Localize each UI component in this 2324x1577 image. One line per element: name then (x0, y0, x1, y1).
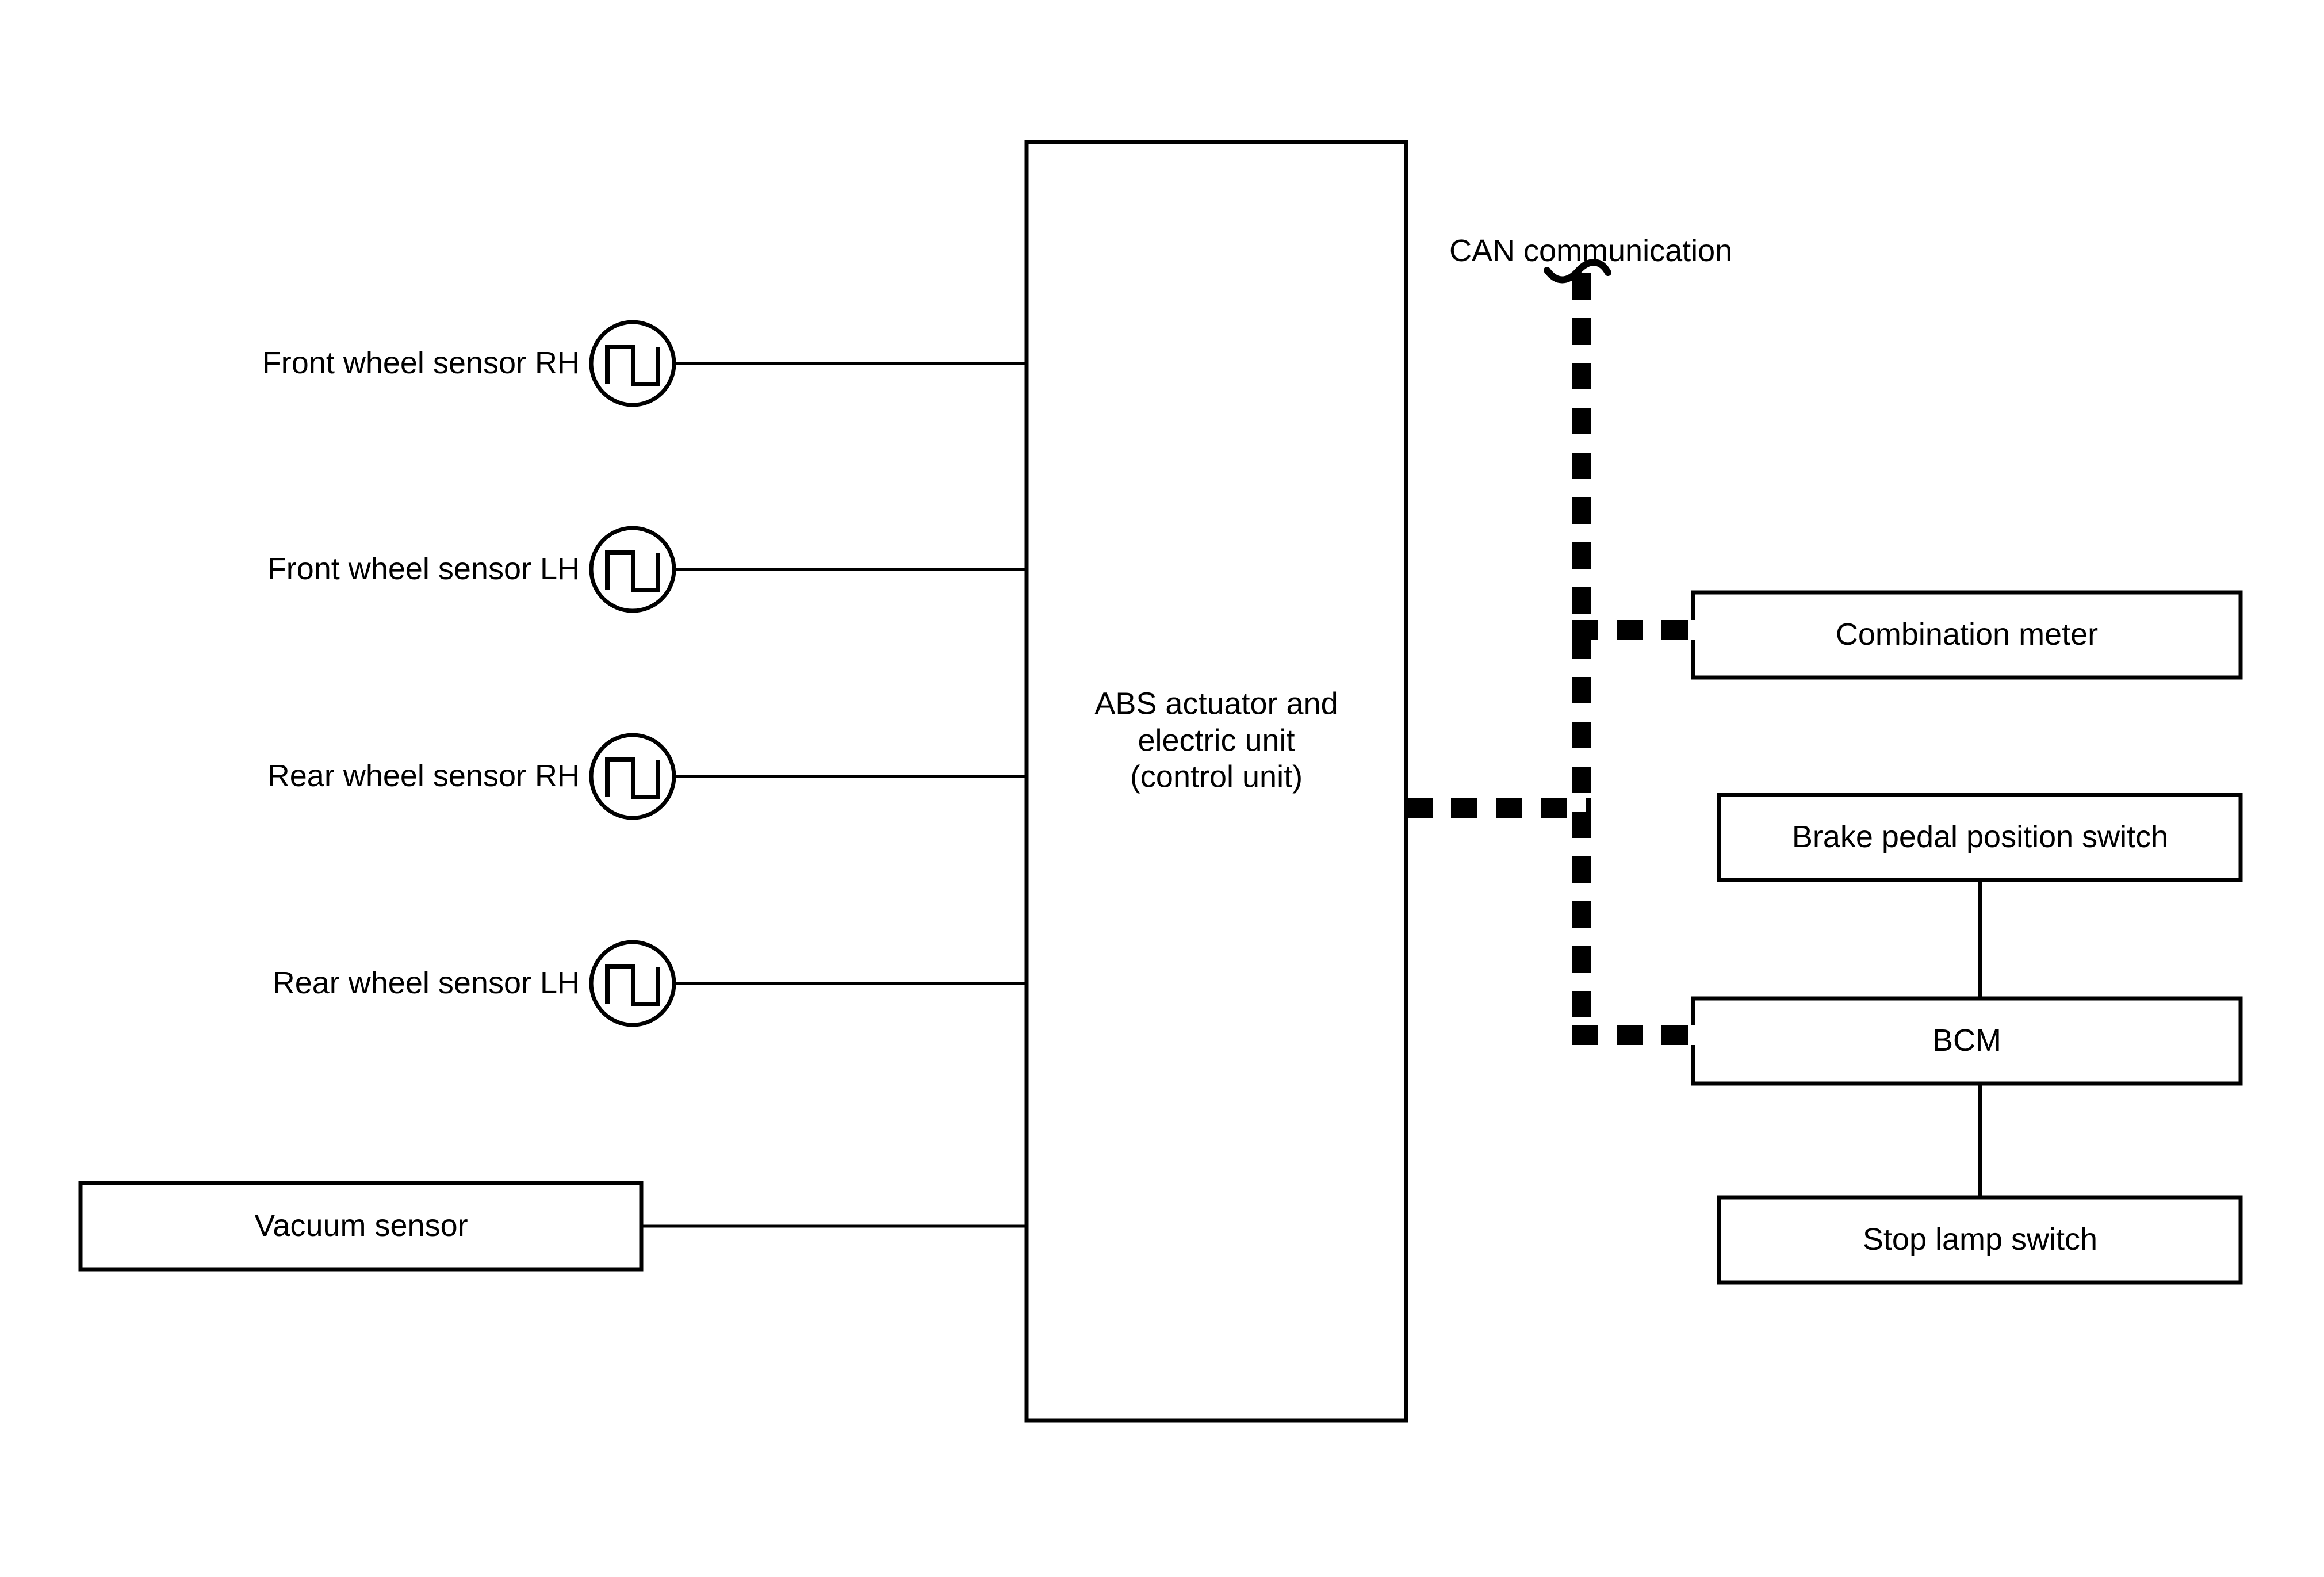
label-brake-pedal-position-switch: Brake pedal position switch (1791, 820, 2169, 855)
box-vacuum-sensor[interactable] (78, 1181, 644, 1272)
box-stop-lamp-switch[interactable] (1717, 1195, 2243, 1285)
can-bus-dashes (1406, 273, 1696, 1045)
label-rear-wheel-sensor-lh: Rear wheel sensor LH (272, 966, 580, 1001)
abs-label-line-3: (control unit) (1130, 759, 1303, 794)
label-stop-lamp-switch: Stop lamp switch (1862, 1222, 2098, 1257)
sensor-wires (641, 362, 1028, 1228)
sensor-symbol-front-wheel-sensor-lh (589, 526, 676, 613)
sensor-symbols (589, 320, 676, 1027)
box-abs-actuator-electric-unit[interactable] (1024, 140, 1408, 1423)
pulse-waveform-icon (605, 550, 660, 592)
label-can-communication: CAN communication (1449, 234, 1733, 269)
can-bus-backing (1406, 273, 1696, 1045)
abs-label-line-2: electric unit (1138, 723, 1295, 758)
label-front-wheel-sensor-rh: Front wheel sensor RH (262, 346, 580, 381)
label-bcm: BCM (1932, 1023, 2001, 1058)
pulse-waveform-icon (605, 964, 660, 1006)
abs-label-line-1: ABS actuator and (1094, 686, 1338, 721)
sensor-symbol-rear-wheel-sensor-rh (589, 733, 676, 820)
diagram-boxes (78, 140, 2243, 1423)
sensor-symbol-front-wheel-sensor-rh (589, 320, 676, 407)
can-bus-wave-terminator-icon (1544, 259, 1611, 284)
box-brake-pedal-position-switch[interactable] (1717, 793, 2243, 882)
pulse-waveform-icon (605, 345, 660, 386)
box-bcm[interactable] (1691, 996, 2243, 1086)
label-rear-wheel-sensor-rh: Rear wheel sensor RH (267, 759, 580, 794)
box-combination-meter[interactable] (1691, 590, 2243, 680)
can-bus (1406, 259, 1696, 1045)
pulse-waveform-icon (605, 757, 660, 799)
label-front-wheel-sensor-lh: Front wheel sensor LH (267, 552, 580, 587)
sensor-symbol-rear-wheel-sensor-lh (589, 940, 676, 1027)
label-vacuum-sensor: Vacuum sensor (254, 1208, 468, 1243)
label-combination-meter: Combination meter (1835, 617, 2099, 652)
